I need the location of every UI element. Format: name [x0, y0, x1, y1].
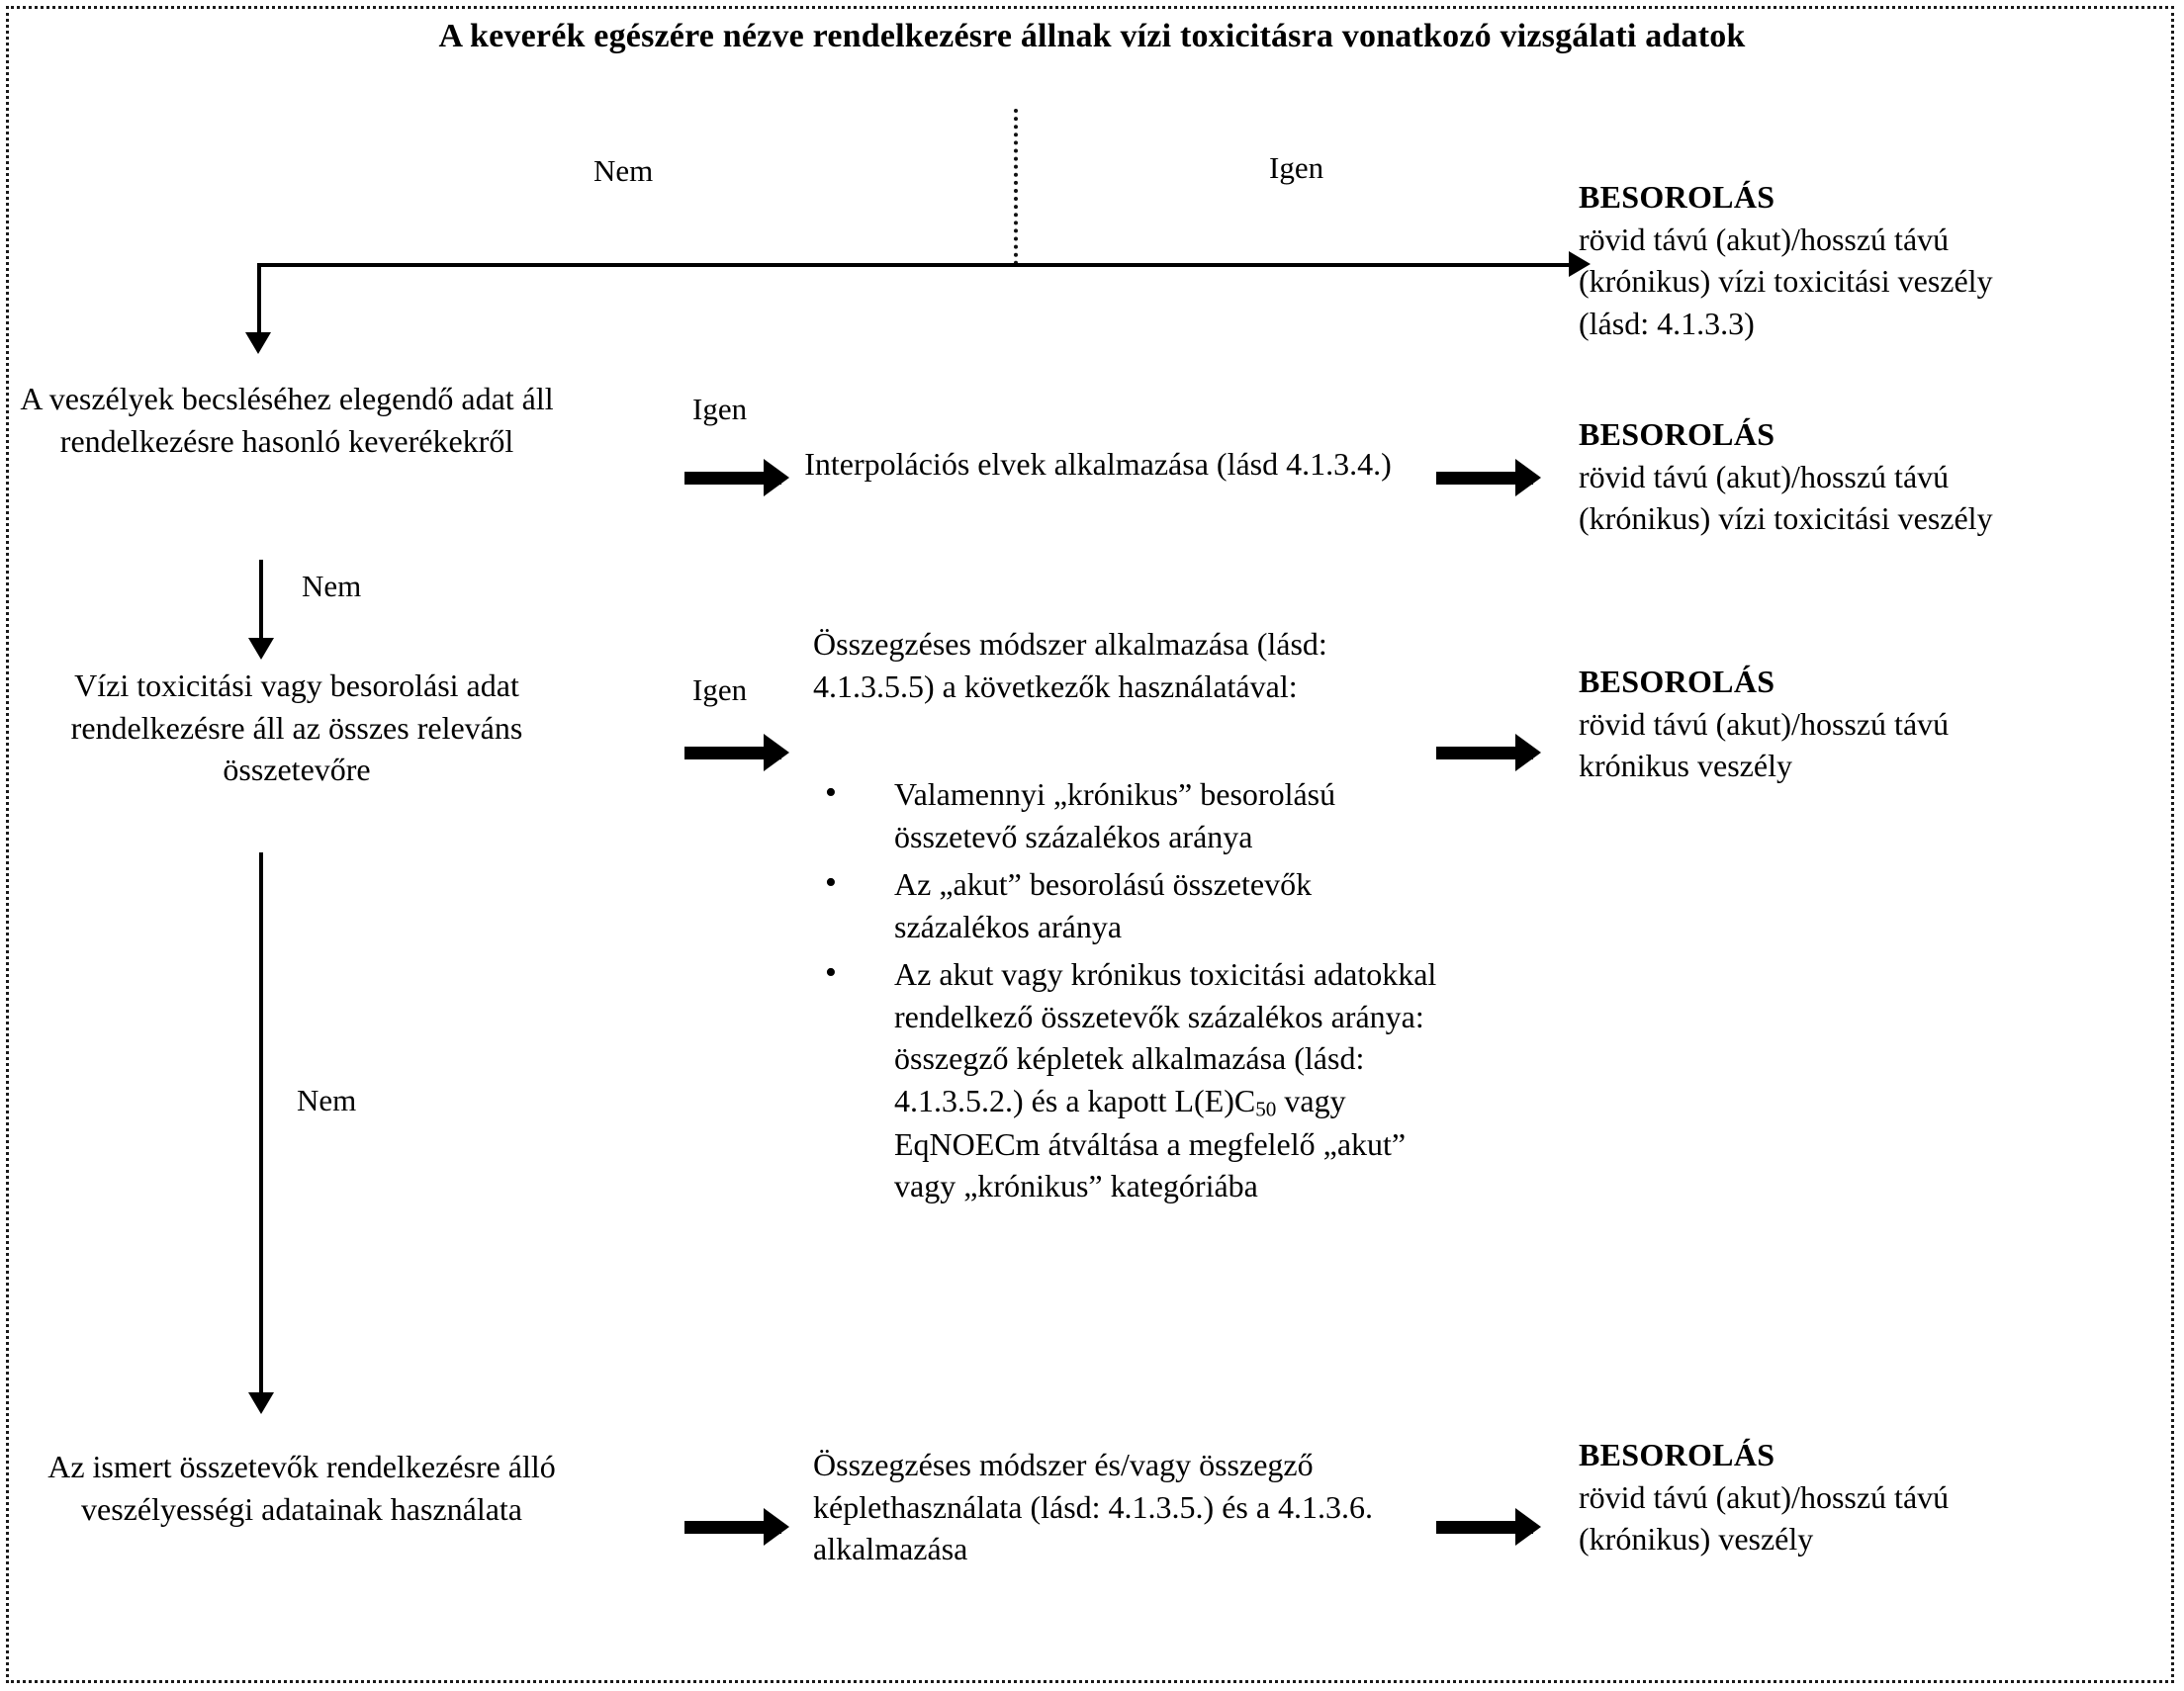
row1-no-line: [259, 560, 263, 647]
row1-result-arrow-shaft: [1436, 472, 1533, 485]
bullet-3-part-e: 4.1.3.5.2.) és a kapott L(E)C: [894, 1082, 1256, 1118]
process-node-1: Interpolációs elvek alkalmazása (lásd 4.…: [791, 443, 1405, 486]
list-item: Az „akut” besorolású összetevők százalék…: [813, 860, 1446, 947]
bullet-2-text: Az „akut” besorolású összetevők százalék…: [894, 866, 1313, 944]
outcome-3-line-2: krónikus veszély: [1579, 748, 1792, 784]
process-node-2-bullet-list: Valamennyi „krónikus” besorolású összete…: [813, 770, 1446, 1213]
branch-label-row1-no: Nem: [302, 569, 362, 603]
outcome-4-line-1: rövid távú (akut)/hosszú távú: [1579, 1478, 1950, 1515]
row2-yes-arrowhead-icon: [764, 734, 789, 771]
bullet-3-text: Az akut vagy krónikus toxicitási adatokk…: [894, 956, 1436, 1203]
bullet-3-subscript: 50: [1255, 1097, 1277, 1121]
bullet-3-part-c: százalékos aránya: összegző: [894, 998, 1424, 1077]
bullet-3-part-g: megfelelő „akut” vagy „krónikus”: [894, 1125, 1407, 1204]
outcome-3-heading: BESOROLÁS: [1579, 664, 1775, 699]
top-left-arrowhead-icon: [245, 332, 271, 354]
row1-yes-arrowhead-icon: [764, 459, 789, 496]
bullet-3-part-a: Az akut vagy krónikus toxicitási: [894, 956, 1306, 993]
row2-yes-arrow-shaft: [684, 747, 781, 759]
process-node-3-text: Összegzéses módszer és/vagy összegző kép…: [813, 1447, 1374, 1567]
outcome-2-heading: BESOROLÁS: [1579, 416, 1775, 452]
row1-no-arrowhead-icon: [248, 638, 274, 660]
branch-label-top-no: Nem: [593, 153, 654, 188]
row3-result-arrow-shaft: [1436, 1521, 1533, 1534]
outcome-2-line-2: (krónikus) vízi toxicitási veszély: [1579, 500, 1993, 537]
branch-label-row2-no: Nem: [297, 1083, 357, 1117]
outcome-4: BESOROLÁS rövid távú (akut)/hosszú távú …: [1579, 1434, 2172, 1560]
row3-result-arrowhead-icon: [1515, 1508, 1541, 1546]
chart-title: A keverék egészére nézve rendelkezésre á…: [438, 18, 1746, 54]
outcome-1-line-3: (lásd: 4.1.3.3): [1579, 305, 1755, 341]
list-item: Az akut vagy krónikus toxicitási adatokk…: [813, 950, 1446, 1206]
bullet-3-part-b: adatokkal rendelkező összetevők: [894, 956, 1437, 1034]
process-node-3: Összegzéses módszer és/vagy összegző kép…: [813, 1444, 1426, 1570]
row3-arrow-shaft: [684, 1521, 781, 1534]
bullet-3-part-d: képletek alkalmazása (lásd:: [1016, 1040, 1365, 1077]
process-node-1-text: Interpolációs elvek alkalmazása (lásd 4.…: [804, 446, 1392, 482]
process-node-2-intro: Összegzéses módszer alkalmazása (lásd: 4…: [813, 623, 1426, 707]
decision-node-1: A veszélyek becsléséhez elegendő adat ál…: [20, 381, 554, 459]
bullet-1-text: Valamennyi „krónikus” besorolású összete…: [894, 776, 1336, 854]
outcome-3: BESOROLÁS rövid távú (akut)/hosszú távú …: [1579, 661, 2172, 787]
bullet-3-part-h: kategóriába: [1110, 1168, 1258, 1204]
top-right-arrowhead-icon: [1569, 251, 1591, 277]
outcome-4-heading: BESOROLÁS: [1579, 1437, 1775, 1472]
process-node-2-intro-text: Összegzéses módszer alkalmazása (lásd: 4…: [813, 626, 1327, 704]
outcome-1-line-2: (krónikus) vízi toxicitási veszély: [1579, 263, 1993, 300]
title-stem-connector: [1014, 109, 1018, 265]
branch-label-top-yes: Igen: [1269, 150, 1324, 185]
branch-label-row2-yes: Igen: [692, 672, 748, 707]
outcome-2-line-1: rövid távú (akut)/hosszú távú: [1579, 458, 1950, 494]
row2-result-arrowhead-icon: [1515, 734, 1541, 771]
top-left-drop-line: [257, 263, 261, 337]
outcome-4-line-2: (krónikus) veszély: [1579, 1521, 1814, 1558]
list-item: Valamennyi „krónikus” besorolású összete…: [813, 770, 1446, 857]
outcome-1-heading: BESOROLÁS: [1579, 179, 1775, 215]
outcome-1-line-1: rövid távú (akut)/hosszú távú: [1579, 221, 1950, 257]
decision-node-2: Vízi toxicitási vagy besorolási adat ren…: [70, 668, 523, 788]
row3-arrowhead-icon: [764, 1508, 789, 1546]
outcome-1: BESOROLÁS rövid távú (akut)/hosszú távú …: [1579, 176, 2152, 344]
outcome-2: BESOROLÁS rövid távú (akut)/hosszú távú …: [1579, 413, 2172, 540]
row2-result-arrow-shaft: [1436, 747, 1533, 759]
branch-label-row1-yes: Igen: [692, 392, 748, 426]
bullet-3-part-f: vagy EqNOECm átváltása a: [894, 1082, 1346, 1162]
row1-result-arrowhead-icon: [1515, 459, 1541, 496]
row2-no-line: [259, 852, 263, 1400]
row1-yes-arrow-shaft: [684, 472, 781, 485]
outcome-3-line-1: rövid távú (akut)/hosszú távú: [1579, 705, 1950, 742]
decision-node-3: Az ismert összetevők rendelkezésre álló …: [47, 1449, 556, 1527]
row2-no-arrowhead-icon: [248, 1392, 274, 1414]
top-horizontal-rail: [257, 263, 1573, 267]
